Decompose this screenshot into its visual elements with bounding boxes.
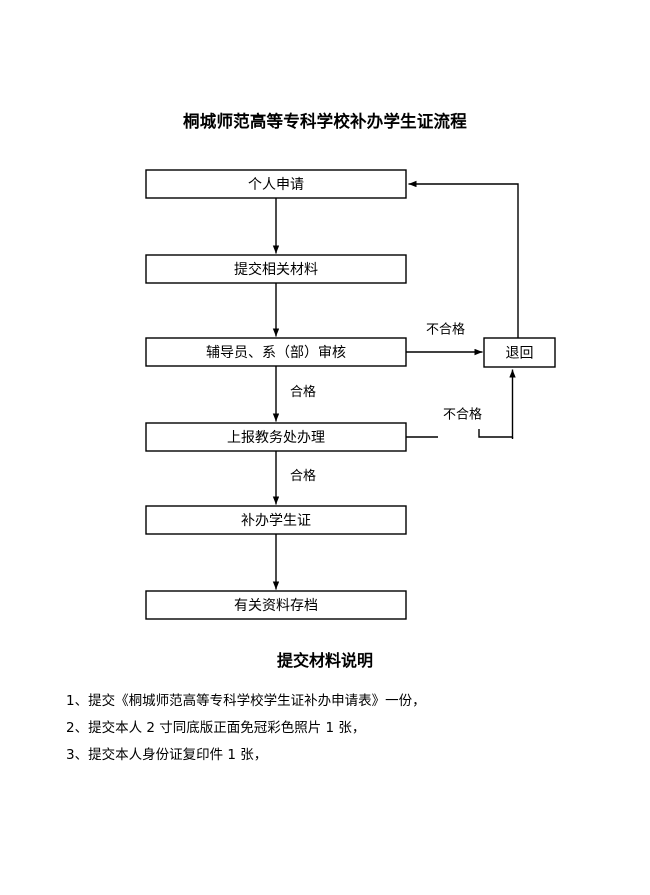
submission-notes-list: 1、提交《桐城师范高等专科学校学生证补办申请表》一份， 2、提交本人 2 寸同底版…	[66, 688, 606, 769]
flow-node-label: 个人申请	[248, 177, 304, 193]
flow-node-label: 有关资料存档	[234, 598, 318, 614]
note-line: 3、提交本人身份证复印件 1 张，	[66, 747, 268, 763]
flow-node-label: 辅导员、系（部）审核	[206, 345, 346, 361]
flow-node-box	[145, 590, 407, 620]
flow-node-box	[145, 505, 407, 535]
note-line: 2、提交本人 2 寸同底版正面免冠彩色照片 1 张，	[66, 720, 366, 736]
page-title: 桐城师范高等专科学校补办学生证流程	[183, 112, 467, 131]
flow-node-label: 提交相关材料	[234, 261, 318, 278]
flow-node-return: 退回	[483, 337, 556, 368]
flow-edge-label-report-to-reissue: 合格	[290, 468, 316, 484]
flow-node-apply: 个人申请	[145, 169, 407, 199]
flow-node-label: 补办学生证	[241, 513, 311, 529]
flow-node-box	[483, 337, 556, 368]
flow-edge-label-review-to-return: 不合格	[426, 322, 465, 338]
flow-node-box	[145, 422, 407, 452]
section-title: 提交材料说明	[276, 651, 373, 670]
flow-edges-layer	[272, 180, 519, 590]
flow-node-label: 上报教务处办理	[227, 430, 325, 446]
flow-edge-return-to-apply	[408, 180, 519, 338]
flow-node-box	[145, 169, 407, 199]
note-line: 1、提交《桐城师范高等专科学校学生证补办申请表》一份，	[66, 693, 426, 709]
flow-node-reissue: 补办学生证	[145, 505, 407, 535]
flow-node-review: 辅导员、系（部）审核	[145, 337, 407, 367]
flow-edge-label-review-to-report: 合格	[290, 384, 316, 400]
flow-node-box	[145, 254, 407, 284]
flow-edge-label-report-to-return: 不合格	[443, 407, 482, 423]
flow-edge-report-to-return-riser	[478, 369, 516, 438]
flow-node-label: 退回	[506, 346, 534, 362]
flow-node-report: 上报教务处办理	[145, 422, 407, 452]
flow-node-submit: 提交相关材料	[145, 254, 407, 284]
flow-node-archive: 有关资料存档	[145, 590, 407, 620]
flow-node-box	[145, 337, 407, 367]
